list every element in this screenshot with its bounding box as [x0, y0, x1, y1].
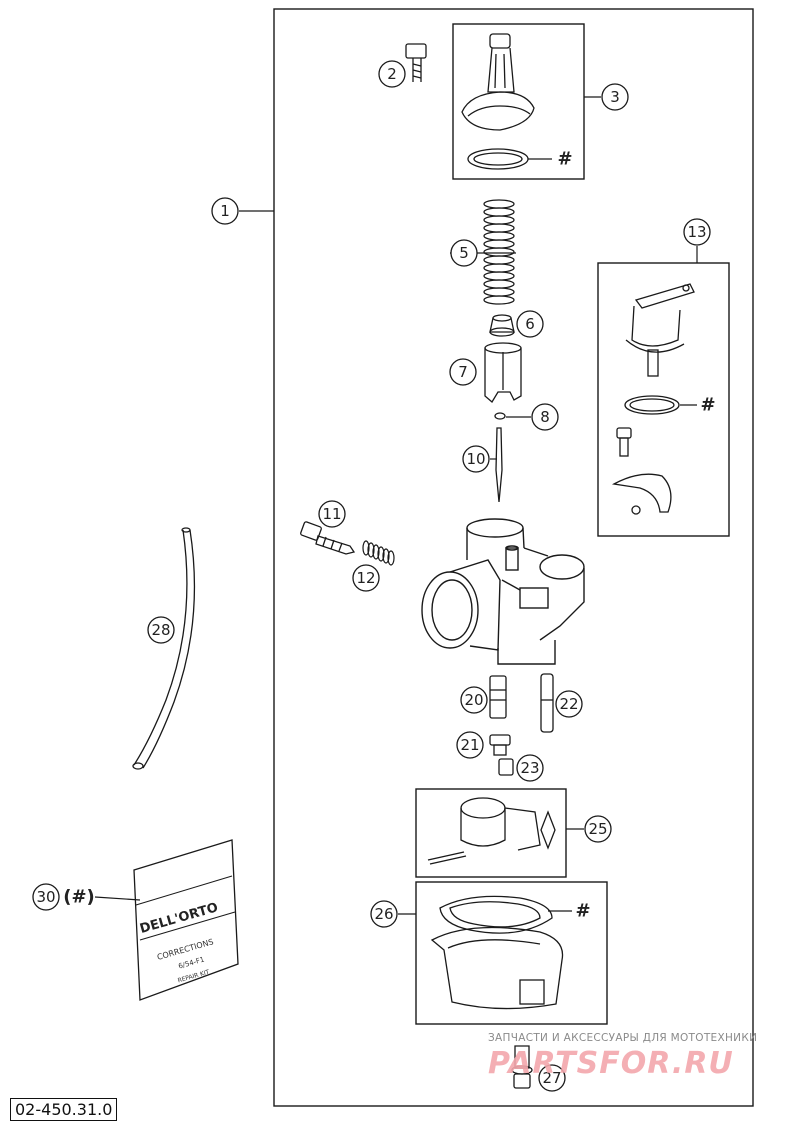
- callout-7: 7: [458, 363, 468, 381]
- callout-8: 8: [540, 408, 550, 426]
- part-13-choke: [611, 283, 695, 515]
- part-27-screw: [511, 1045, 533, 1089]
- part-12-spring: [362, 540, 395, 566]
- box-part-3: [452, 23, 585, 180]
- callout-circles: [32, 60, 711, 1092]
- jets-20-23: [489, 673, 554, 776]
- part-2-screw: [405, 43, 427, 82]
- callout-2: 2: [387, 65, 397, 83]
- callout-27: 27: [542, 1069, 561, 1087]
- part-7-slide: [484, 342, 522, 403]
- callout-21: 21: [460, 736, 479, 754]
- hash-marker-part-26: #: [575, 901, 590, 922]
- part-10-needle: [495, 427, 503, 503]
- callout-6: 6: [525, 315, 535, 333]
- box-part-13: [597, 262, 730, 537]
- part-8-clip: [494, 412, 506, 420]
- callout-30-suffix: (#): [63, 887, 95, 908]
- part-25-float: [427, 797, 556, 865]
- part-11-idle-screw: [300, 521, 356, 555]
- hash-marker-part-13: #: [700, 395, 715, 416]
- callout-22: 22: [559, 695, 578, 713]
- part-3-cover: [461, 33, 535, 170]
- callout-11: 11: [322, 505, 341, 523]
- callout-28: 28: [151, 621, 170, 639]
- callout-20: 20: [464, 691, 483, 709]
- part-6-retainer: [489, 314, 515, 337]
- callout-23: 23: [520, 759, 539, 777]
- kit-brand-text: DELL'ORTO: [138, 900, 220, 937]
- watermark-site: PARTSFOR.RU: [488, 1046, 734, 1081]
- hash-markers: # # #: [557, 149, 715, 922]
- hash-marker-part-3: #: [557, 149, 572, 170]
- callout-labels: 1 2 3 5 6 7 8 10 11 12 13 20 21 22 23 25…: [36, 65, 706, 1087]
- reference-code: 02-450.31.0: [10, 1098, 118, 1121]
- kit-line1-text: CORRECTIONS: [156, 937, 214, 962]
- leader-lines: [94, 96, 698, 915]
- part-30-repair-kit: DELL'ORTO CORRECTIONS 6/54-F1 REPAIR KIT: [133, 839, 239, 1001]
- callout-5: 5: [459, 244, 469, 262]
- callout-25: 25: [588, 820, 607, 838]
- kit-line2-text: 6/54-F1: [177, 956, 205, 971]
- callout-26: 26: [374, 905, 393, 923]
- callout-3: 3: [610, 88, 620, 106]
- carburetor-body: [421, 518, 585, 665]
- part-26-float-bowl: [430, 895, 564, 1010]
- callout-1: 1: [220, 202, 230, 220]
- part-5-spring: [483, 199, 515, 305]
- callout-13: 13: [687, 223, 706, 241]
- box-part-26: [415, 881, 608, 1025]
- box-part-25: [415, 788, 567, 878]
- main-assembly-frame: [273, 8, 754, 1107]
- watermark-tagline: ЗАПЧАСТИ И АКСЕССУАРЫ ДЛЯ МОТОТЕХНИКИ: [488, 1032, 758, 1044]
- part-28-hose: [132, 527, 196, 770]
- callout-30: 30: [36, 888, 55, 906]
- callout-12: 12: [356, 569, 375, 587]
- callout-10: 10: [466, 450, 485, 468]
- kit-line3-text: REPAIR KIT: [177, 969, 211, 985]
